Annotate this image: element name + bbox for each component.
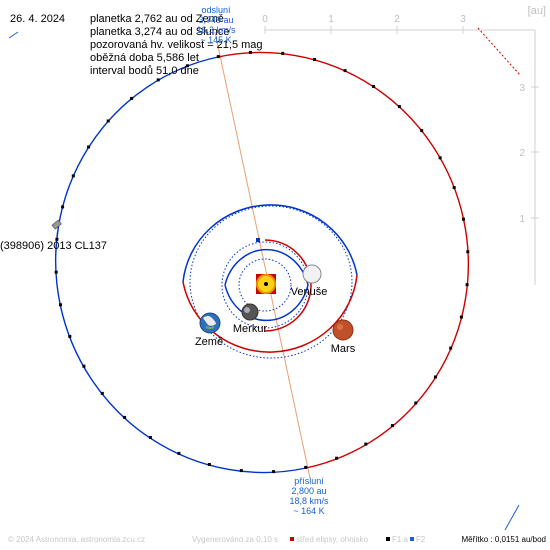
axis-unit: [au] [528,5,546,17]
orbit-point [304,465,308,469]
perihelion-temperature: ~ 164 K [293,506,324,516]
corner-mark-top-right [477,27,521,76]
orbit-point [239,469,243,473]
corner-mark-top-left [8,31,19,39]
orbit-point [335,456,339,460]
orbit-point [459,315,463,319]
orbit-point [372,85,376,88]
earth-distance: planetka 2,762 au od Země [90,13,224,25]
orbit-marker [256,238,260,242]
aphelion-speed: 16,3 km/s [196,25,236,35]
asteroid-name: (398906) 2013 CL137 [0,240,107,252]
legend-center-marker [290,537,294,541]
orbit-point [177,451,181,455]
orbit-point [106,119,110,123]
orbit-point [397,105,401,109]
venus-label: Venuše [291,286,328,298]
mars-orbit-far-arc [182,204,358,283]
axis-right-tick-1: 1 [519,214,525,225]
footer: © 2024 Astronomia, astronomia.zcu.cz Vyg… [8,535,546,544]
copyright: © 2024 Astronomia, astronomia.zcu.cz [8,535,145,544]
orbit-point [123,415,127,419]
earth: Země [195,312,223,348]
orbit-point [55,237,59,241]
perihelion-label: přísluní 2,800 au 18,8 km/s ~ 164 K [289,476,329,516]
mercury-label: Merkur [233,323,268,335]
orbit-point [71,174,75,178]
aphelion-label: odsluní 3,749 au 16,3 km/s ~ 145 K [196,5,236,45]
axis-right-tick-3: 3 [519,83,525,94]
axis-top-tick-0: 0 [262,14,268,25]
mars-orbit-inner [189,205,353,359]
magnitude: pozorovaná hv. velikost = 21,5 mag [90,39,263,51]
orbit-point [414,401,418,405]
orbit-point [87,145,91,149]
sun-icon [256,274,276,294]
perihelion-speed: 18,8 km/s [289,496,329,506]
orbit-point [59,303,62,307]
earth-orbit-near-arc [264,239,312,332]
legend-center: střed elipsy, ohnisko [296,535,368,544]
orbit-point [343,69,347,73]
perihelion-title: přísluní [294,476,324,486]
legend-f2: F2 [416,535,426,544]
axis-right-tick-2: 2 [519,148,525,159]
orbit-point [420,129,424,133]
orbit-point [100,391,104,395]
earth-label: Země [195,336,223,348]
orbit-point [281,51,285,55]
orbit-point [156,78,160,82]
asteroid-icon [51,219,62,230]
perihelion-distance: 2,800 au [291,486,326,496]
orbit-point [452,186,456,190]
generation-time: Vygenerováno za 0,10 s [192,535,278,544]
venus: Venuše [291,264,328,298]
orbit-point [465,283,469,287]
orbit-point [462,217,465,221]
asteroid-orbit-far-arc [54,56,307,474]
orbit-point [466,250,470,254]
mercury-orbit [238,258,292,312]
sun-distance: planetka 3,274 au od Slunce [90,26,229,38]
orbit-point [185,64,189,68]
orbit-point [54,270,58,274]
aphelion-title: odsluní [201,5,231,15]
orbit-point [248,50,252,54]
corner-mark-bottom-right [504,504,520,531]
orbit-point [364,442,368,446]
orbit-point [130,96,134,100]
apsides-line [214,31,311,479]
point-interval: interval bodů 51,0 dne [90,65,199,77]
legend-f1-marker [386,537,390,541]
orbit-point [433,375,437,379]
mars-label: Mars [331,343,356,355]
mars-orbit-near-arc [182,274,358,353]
legend-f2-marker [410,537,414,541]
mercury: Merkur [233,303,268,335]
orbit-point [207,463,211,466]
orbit-point [272,470,276,474]
axis-top-tick-2: 2 [394,14,400,25]
orbit-point [216,55,220,59]
orbital-period: oběžná doba 5,586 let [90,52,199,64]
orbit-point [68,334,72,338]
asteroid-position-points [54,50,470,474]
orbit-point [61,205,65,209]
orbit-point [390,424,394,428]
axis-top-tick-3: 3 [460,14,466,25]
legend-f1: F1 a [392,535,409,544]
orbit-point [438,156,442,160]
aphelion-temperature: ~ 145 K [200,35,231,45]
orbit-point [82,364,86,368]
axis-frame: 0 1 2 3 3 2 1 [au] [262,5,546,285]
date-label: 26. 4. 2024 [10,13,65,25]
aphelion-distance: 3,749 au [198,15,233,25]
mars: Mars [331,319,356,355]
orbit-point [148,436,152,439]
axis-top-tick-1: 1 [328,14,334,25]
orbit-point [313,58,317,61]
scale: Měřítko : 0,0151 au/bod [462,535,547,544]
orbit-point [449,346,453,350]
